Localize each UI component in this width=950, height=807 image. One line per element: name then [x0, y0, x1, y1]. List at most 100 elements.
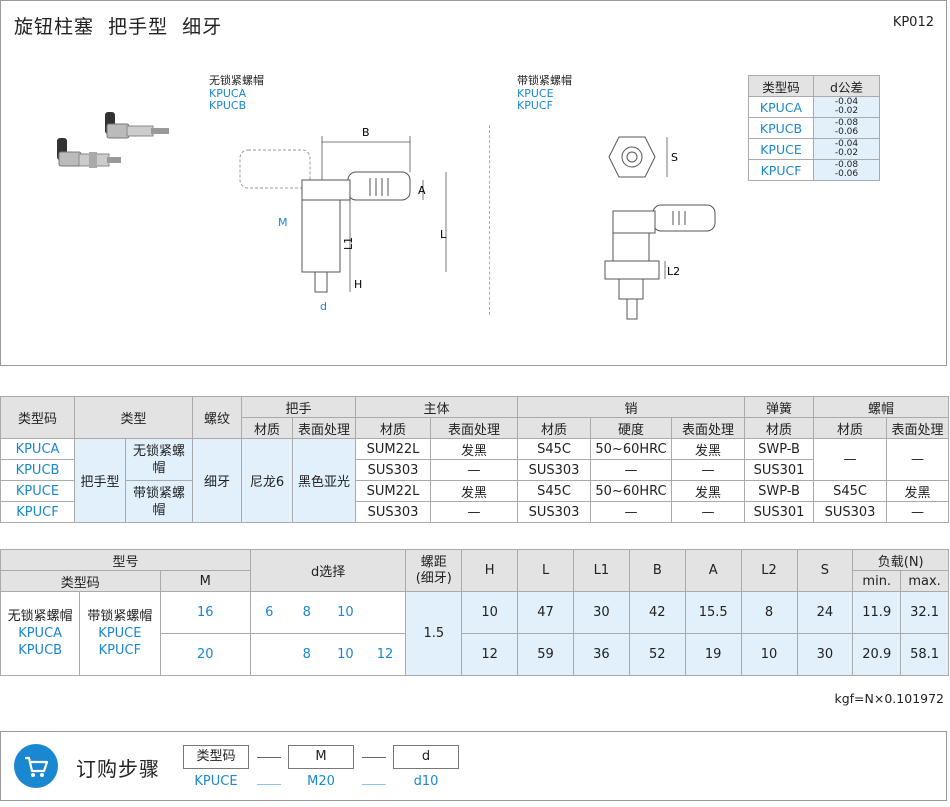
- dim-a: 15.5: [684, 591, 742, 634]
- mat-subheader: 材质: [241, 417, 293, 439]
- mat-pin-surface: —: [671, 501, 745, 523]
- plunger-photo-2: [57, 138, 121, 168]
- dim-nolock-code: KPUCA: [18, 626, 63, 641]
- right-group-title: 带锁紧螺帽: [517, 74, 572, 87]
- order-box-m: M: [288, 745, 354, 769]
- mat-header-code: 类型码: [0, 396, 75, 439]
- page-title: 旋钮柱塞 把手型 细牙: [14, 16, 223, 38]
- mat-subheader: 材质: [355, 417, 431, 439]
- dim-label-s: S: [671, 151, 678, 164]
- dim-m-value: 16: [159, 591, 251, 634]
- dim-b: 52: [628, 633, 686, 676]
- dim-s: 30: [796, 633, 854, 676]
- mat-pin-material: S45C: [517, 480, 591, 502]
- tol-value: -0.08-0.06: [813, 117, 880, 139]
- dim-l1: 30: [573, 591, 630, 634]
- mat-nut-surface: —: [886, 501, 949, 523]
- mat-pin-hardness: 50~60HRC: [590, 438, 672, 460]
- kgf-note: kgf=N×0.101972: [834, 691, 944, 706]
- order-value-code: KPUCE: [194, 774, 238, 789]
- dim-header-model: 型号: [0, 549, 251, 571]
- mat-pin-material: SUS303: [517, 459, 591, 481]
- tol-code: KPUCF: [748, 159, 814, 181]
- mat-nut-surface: 发黑: [886, 480, 949, 502]
- dimensions-table: 型号 d选择 螺距 (细牙) H L L1 B A L2 S 负载(N) 类型码…: [0, 549, 949, 676]
- dim-pitch: 1.5: [405, 591, 463, 676]
- mat-handle-surface: 黑色亚光: [292, 438, 356, 523]
- materials-table: 类型码 类型 螺纹 把手 主体 销 弹簧 螺帽 材质 表面处理 材质 表面处理 …: [0, 396, 949, 523]
- mat-subheader: 材质: [813, 417, 887, 439]
- mat-pin-surface: 发黑: [671, 438, 745, 460]
- right-group-code-1: KPUCE: [517, 87, 554, 100]
- dim-header-s: S: [796, 549, 854, 592]
- dim-l1: 36: [573, 633, 630, 676]
- dim-header-min: min.: [852, 570, 902, 592]
- dim-d-option: [364, 591, 407, 634]
- mat-type-lock: 带锁紧螺帽: [125, 480, 193, 523]
- mat-subheader: 表面处理: [292, 417, 356, 439]
- mat-spring: SWP-B: [744, 438, 814, 460]
- dim-h: 10: [461, 591, 519, 634]
- dim-header-max: max.: [900, 570, 949, 592]
- mat-body-surface: 发黑: [430, 480, 518, 502]
- mat-header-spring: 弹簧: [744, 396, 814, 418]
- mat-body-surface: —: [430, 459, 518, 481]
- mat-pin-hardness: 50~60HRC: [590, 480, 672, 502]
- mat-nut-material: SUS303: [813, 501, 887, 523]
- order-value-m: M20: [307, 774, 335, 789]
- order-dash: [362, 757, 386, 758]
- technical-drawing-left: B A L L1 H d M: [239, 126, 447, 313]
- dim-header-dsel: d选择: [249, 549, 407, 592]
- dim-s: 24: [796, 591, 854, 634]
- dim-d-option: 8: [287, 633, 327, 676]
- dim-nolock-code: KPUCB: [18, 643, 63, 658]
- mat-body-material: SUM22L: [355, 438, 431, 460]
- dim-nolock-label: 无锁紧螺帽: [7, 609, 73, 624]
- mat-header-handle: 把手: [241, 396, 356, 418]
- order-steps-panel: [0, 731, 947, 801]
- mat-pin-material: SUS303: [517, 501, 591, 523]
- mat-code: KPUCB: [0, 459, 75, 481]
- mat-header-type: 类型: [74, 396, 193, 439]
- mat-subheader: 材质: [517, 417, 591, 439]
- dim-d-option: 6: [249, 591, 288, 634]
- left-group-title: 无锁紧螺帽: [209, 74, 264, 87]
- order-title: 订购步骤: [76, 757, 160, 781]
- tol-header-code: 类型码: [748, 75, 814, 97]
- drawing-panel: [0, 0, 947, 366]
- right-group-code-2: KPUCF: [517, 99, 553, 112]
- mat-handle-material: 尼龙6: [241, 438, 293, 523]
- drawing-divider: [489, 125, 490, 315]
- dim-header-a: A: [684, 549, 742, 592]
- mat-subheader: 硬度: [590, 417, 672, 439]
- dim-label-l1: L1: [342, 237, 355, 250]
- mat-spring: SUS301: [744, 459, 814, 481]
- mat-type-nolock: 无锁紧螺帽: [125, 438, 193, 481]
- mat-header-body: 主体: [355, 396, 518, 418]
- mat-header-pin: 销: [517, 396, 745, 418]
- mat-thread: 细牙: [192, 438, 242, 523]
- dim-label-a: A: [418, 184, 426, 197]
- dim-label-l: L: [440, 228, 447, 241]
- tolerance-table: 类型码 d公差 KPUCA -0.04-0.02 KPUCB -0.08-0.0…: [748, 75, 880, 181]
- cart-icon: [14, 744, 58, 788]
- mat-pin-surface: 发黑: [671, 480, 745, 502]
- tol-code: KPUCE: [748, 138, 814, 160]
- dim-header-pitch: 螺距 (细牙): [405, 549, 463, 592]
- dim-header-load: 负载(N): [852, 549, 949, 571]
- product-code: KP012: [892, 15, 934, 30]
- mat-pin-hardness: —: [590, 501, 672, 523]
- mat-spring: SWP-B: [744, 480, 814, 502]
- dim-header-code: 类型码: [0, 570, 161, 592]
- tol-code: KPUCB: [748, 117, 814, 139]
- mat-code: KPUCA: [0, 438, 75, 460]
- dim-header-l1: L1: [573, 549, 630, 592]
- mat-pin-material: S45C: [517, 438, 591, 460]
- order-value-d: d10: [413, 774, 439, 789]
- tol-value: -0.08-0.06: [813, 159, 880, 181]
- mat-code: KPUCF: [0, 501, 75, 523]
- mat-subheader: 表面处理: [671, 417, 745, 439]
- dim-label-b: B: [362, 126, 370, 139]
- tol-header-tolerance: d公差: [813, 75, 880, 97]
- dim-d-option: 8: [287, 591, 327, 634]
